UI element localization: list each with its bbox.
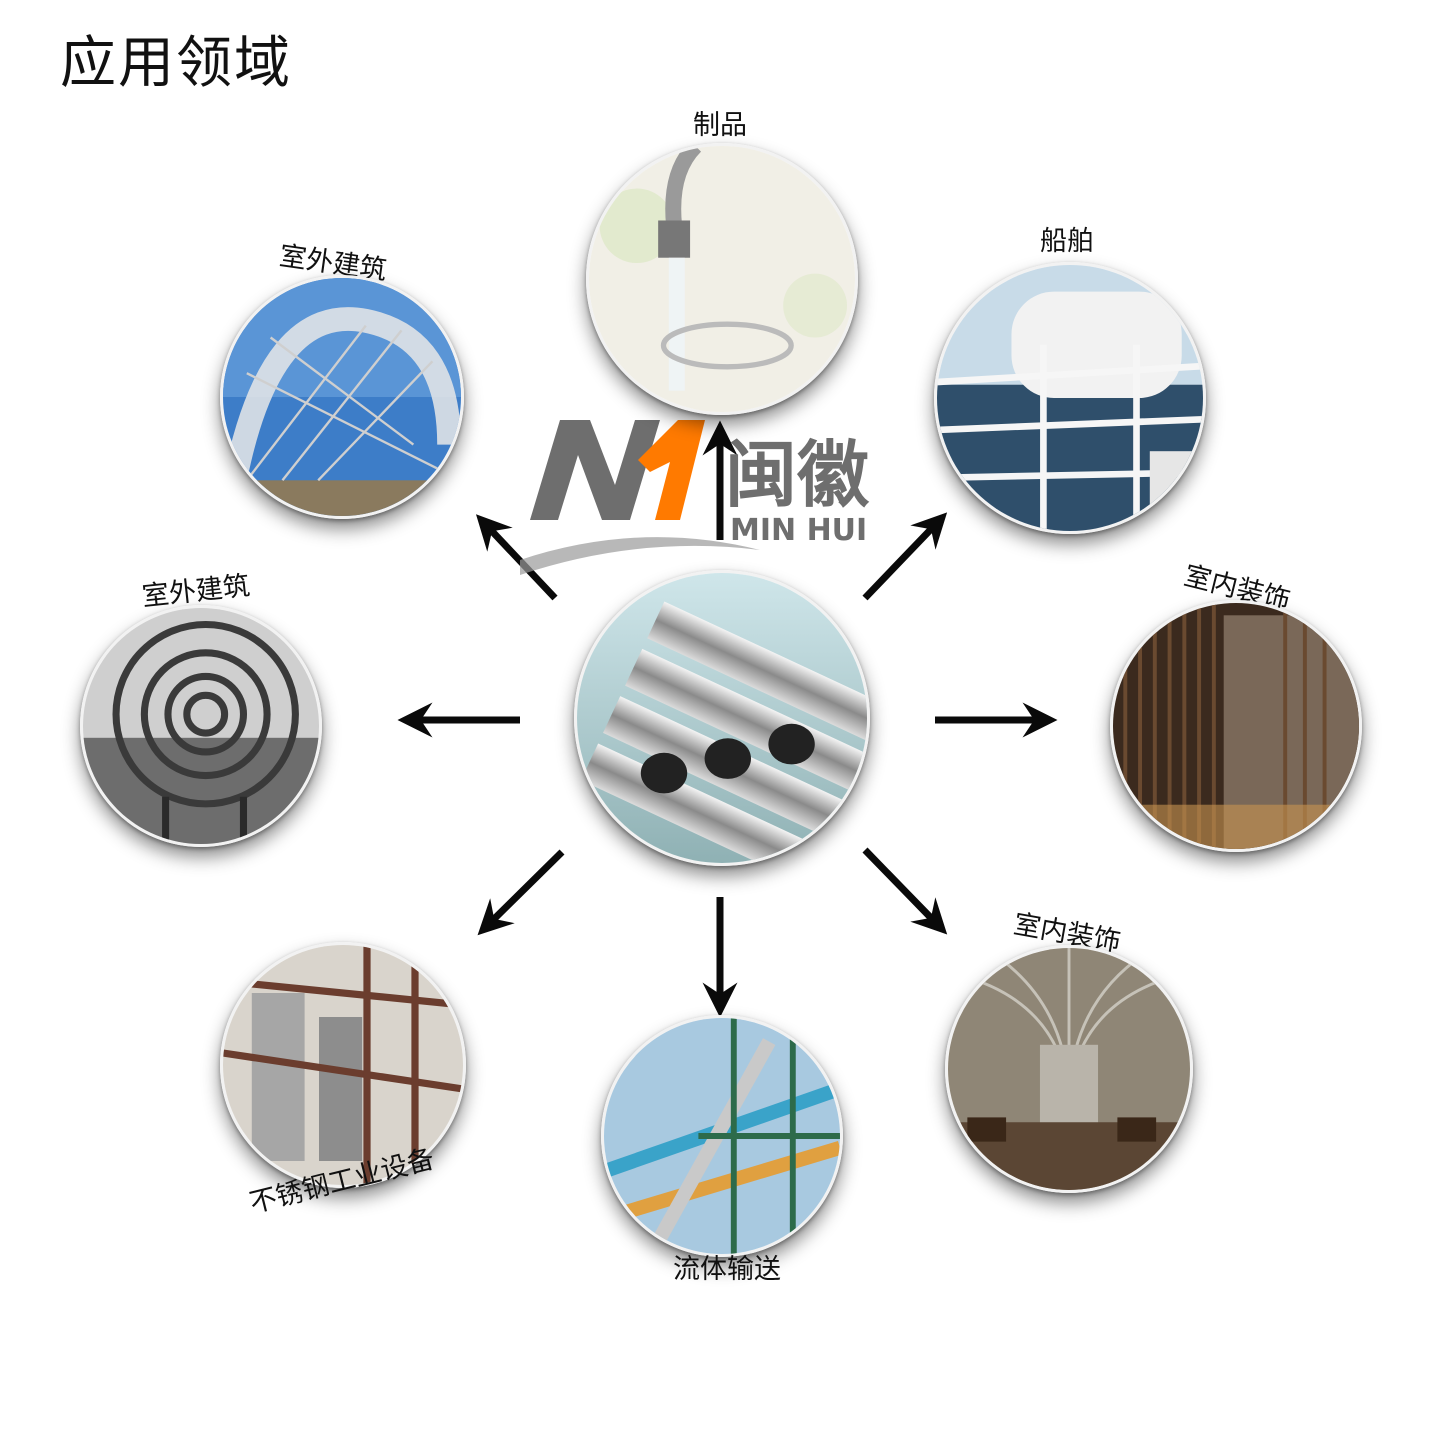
node-interior-2 [945,945,1193,1193]
node-products [586,143,858,415]
node-ships [934,262,1206,534]
arrow-down-left [477,849,565,936]
n1-accent-shape [638,420,705,520]
tree-pillar-restaurant-icon [948,948,1190,1190]
arrow-up-right [862,512,948,601]
wood-slat-wall-icon [1113,603,1359,849]
logo-en-text: MIN HUI [730,513,867,548]
lattice-arch-icon [223,278,461,516]
faucet-water-icon [589,146,855,412]
ship-railing-icon [937,265,1203,531]
node-interior-1 [1110,600,1362,852]
label-products: 制品 [693,110,747,141]
industrial-plant-icon [223,945,463,1185]
center-steel-tubes [574,570,870,866]
arrow-down-right [862,847,948,935]
node-outdoor-1 [80,605,322,847]
pipelines-icon [604,1018,840,1254]
node-fluid [601,1015,843,1257]
logo-cn-text: 闽徽 [725,433,870,517]
minhui-logo: 闽徽 MIN HUI [520,420,870,575]
label-fluid: 流体输送 [673,1254,781,1285]
label-ships: 船舶 [1040,226,1094,257]
ring-sculpture-icon [83,608,319,844]
page-title: 应用领域 [60,31,292,96]
node-industrial [220,942,466,1188]
node-outdoor-2 [220,275,464,519]
